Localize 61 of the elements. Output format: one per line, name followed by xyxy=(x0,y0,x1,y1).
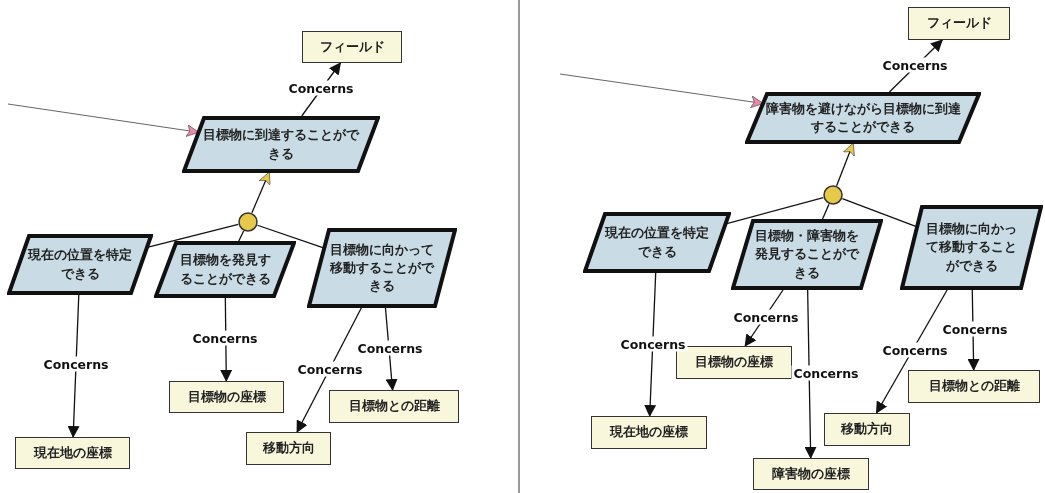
object-label: 現在地の座標 xyxy=(33,443,112,462)
goal-parallelogram xyxy=(583,212,731,273)
object-label: 目標物の座標 xyxy=(695,353,773,372)
object-box xyxy=(329,390,459,423)
connector-line xyxy=(726,196,824,225)
object-label: 障害物の座標 xyxy=(772,464,850,483)
edge-label: Concerns xyxy=(41,356,111,372)
arrow xyxy=(875,289,948,414)
edge-label: Concerns xyxy=(940,321,1010,337)
object-box xyxy=(908,7,1010,40)
edge-label: Concerns xyxy=(355,340,425,356)
connector-line xyxy=(147,223,239,248)
object-label: 目標物との距離 xyxy=(348,397,440,416)
goal-label: 現在の位置を特定できる xyxy=(603,224,710,261)
object-label: 移動方向 xyxy=(262,439,315,458)
edge-label: Concerns xyxy=(731,309,801,325)
goal-label: 目標物に向かって移動することができる xyxy=(925,220,1018,275)
edge-label: Concerns xyxy=(190,330,260,346)
object-box xyxy=(15,437,130,469)
goal-label: 目標物を発見することができる xyxy=(178,251,272,288)
object-label: フィールド xyxy=(319,37,385,56)
goal-label: 現在の位置を特定できる xyxy=(27,246,133,283)
edge-label: Concerns xyxy=(286,80,356,96)
connector-line xyxy=(821,203,830,220)
goal-parallelogram xyxy=(900,205,1043,290)
goal-parallelogram xyxy=(731,219,883,290)
goal-parallelogram xyxy=(7,234,153,295)
object-box xyxy=(591,416,707,449)
goal-parallelogram xyxy=(745,92,981,144)
goal-label: 障害物を避けながら目標物に到達することができる xyxy=(765,99,961,136)
goal-label: 目標物・障害物を発見することができる xyxy=(754,227,861,282)
arrow xyxy=(251,171,271,214)
object-label: 目標物との距離 xyxy=(928,377,1020,396)
object-label: フィールド xyxy=(926,14,992,33)
arrow xyxy=(836,142,855,187)
object-box xyxy=(824,413,910,446)
edge-label: Concerns xyxy=(618,336,688,352)
object-label: 現在地の座標 xyxy=(610,423,688,442)
edge-label: Concerns xyxy=(880,342,950,358)
object-label: 移動方向 xyxy=(841,420,893,439)
arrow xyxy=(296,307,362,433)
arrow xyxy=(644,272,657,417)
edge-label: Concerns xyxy=(791,365,861,381)
goal-parallelogram xyxy=(154,241,296,298)
and-circle xyxy=(238,212,258,232)
object-box xyxy=(908,370,1040,403)
connector-line xyxy=(238,230,245,242)
object-box xyxy=(302,31,402,63)
edge-label: Concerns xyxy=(295,361,365,377)
object-label: 目標物の座標 xyxy=(187,387,266,406)
edge-label: Concerns xyxy=(880,57,950,73)
arrow xyxy=(67,294,80,438)
and-circle xyxy=(823,185,843,205)
goal-parallelogram xyxy=(307,228,457,308)
arrow xyxy=(804,289,817,459)
object-box xyxy=(753,458,869,490)
goal-parallelogram xyxy=(182,116,380,173)
object-box xyxy=(169,381,284,413)
goal-label: 目標物に向かって移動することができる xyxy=(329,240,436,296)
goal-label: 目標物に到達することができる xyxy=(202,126,360,163)
object-box xyxy=(246,432,331,465)
